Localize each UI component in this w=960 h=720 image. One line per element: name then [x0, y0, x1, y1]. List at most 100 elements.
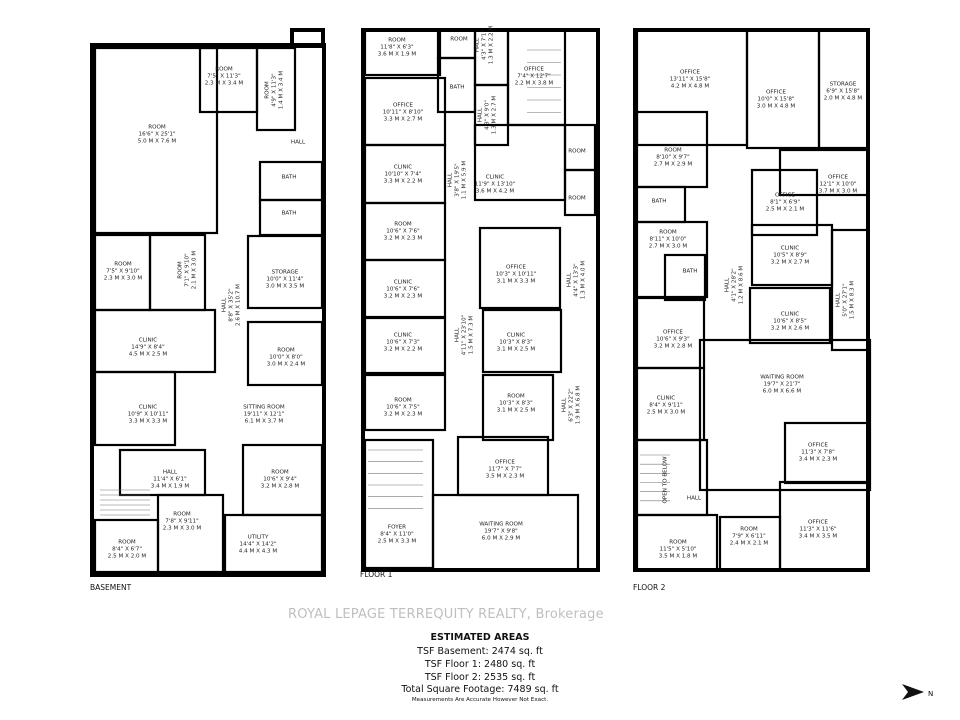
room-metric: 1.3 M X 2.7 M	[491, 95, 498, 135]
room-name: ROOM	[148, 124, 166, 131]
room-imperial: 7'8" X 9'11"	[165, 518, 199, 525]
room-metric: 3.2 M X 2.3 M	[383, 235, 423, 242]
room-name: ROOM	[568, 195, 586, 202]
room-metric: 3.1 M X 3.3 M	[496, 278, 536, 285]
room-imperial: 10'6" X 7'6"	[386, 228, 420, 235]
room-name: ROOM	[388, 37, 406, 44]
room-imperial: 7'9" X 6'11"	[732, 533, 766, 540]
room-imperial: 5'0" X 27'1"	[842, 283, 849, 317]
room-imperial: 8'1" X 6'9"	[770, 199, 800, 206]
interior-wall	[258, 198, 324, 237]
room-name: ROOM	[277, 347, 295, 354]
north-arrow-shape	[902, 684, 924, 700]
room-name: HALL	[566, 272, 573, 288]
room-name: HALL	[162, 469, 178, 476]
interior-wall	[363, 373, 447, 432]
room-metric: 3.2 M X 2.8 M	[653, 343, 693, 350]
room-metric: 2.2 M X 3.8 M	[514, 80, 554, 87]
room-name: ROOM	[215, 66, 233, 73]
room-name: HALL	[724, 277, 731, 293]
room-imperial: 4'3" X 9'0"	[484, 100, 491, 130]
interior-wall	[663, 253, 707, 302]
room-name: CLINIC	[506, 332, 526, 339]
brokerage-watermark: ROYAL LEPAGE TERREQUITY REALTY, Brokerag…	[288, 607, 604, 622]
room-metric: 3.0 M X 4.8 M	[756, 103, 796, 110]
room-name: HALL	[477, 107, 484, 123]
room-metric: 1.1 M X 5.9 M	[461, 160, 468, 200]
room-metric: 2.5 M X 3.3 M	[377, 538, 417, 545]
room-imperial: 3'8" X 19'5"	[454, 163, 461, 197]
room-metric: 3.2 M X 2.3 M	[383, 293, 423, 300]
estimate-total: Total Square Footage: 7489 sq. ft	[401, 684, 559, 695]
exterior-wall	[90, 43, 326, 577]
room-imperial: 10'3" X 10'11"	[495, 271, 537, 278]
room-metric: 2.3 M X 3.0 M	[162, 525, 202, 532]
room-metric: 1.5 M X 8.3 M	[849, 280, 856, 320]
room-label: BATH	[652, 199, 667, 206]
room-metric: 2.7 M X 3.0 M	[648, 243, 688, 250]
interior-wall	[93, 46, 219, 235]
room-imperial: 6'3" X 22'2"	[568, 388, 575, 422]
floor-name-floor-1: FLOOR 1	[360, 570, 393, 579]
room-imperial: 10'0" X 11'4"	[266, 276, 304, 283]
room-name: BATH	[651, 198, 667, 205]
room-name: HALL	[447, 172, 454, 188]
room-metric: 2.7 M X 2.9 M	[653, 161, 693, 168]
room-label: ROOM	[450, 37, 468, 44]
room-name: ROOM	[271, 469, 289, 476]
room-metric: 3.2 M X 2.2 M	[383, 346, 423, 353]
room-name: HALL	[474, 37, 481, 53]
room-metric: 3.4 M X 3.5 M	[798, 533, 838, 540]
room-imperial: 4'1" X 28'2"	[731, 268, 738, 302]
interior-wall	[635, 513, 719, 572]
room-imperial: 10'0" X 15'8"	[757, 96, 795, 103]
room-imperial: 7'5" X 11'3"	[207, 73, 241, 80]
room-imperial: 8'11" X 10'0"	[649, 236, 687, 243]
room-name: OFFICE	[775, 192, 795, 199]
interior-wall	[750, 168, 819, 237]
room-name: HALL	[454, 327, 461, 343]
room-name: ROOM	[507, 393, 525, 400]
room-name: ROOM	[450, 36, 468, 43]
room-metric: 3.3 M X 2.7 M	[383, 116, 423, 123]
interior-wall	[478, 226, 562, 310]
room-name: OFFICE	[808, 519, 828, 526]
room-imperial: 8'10" X 9'7"	[656, 154, 690, 161]
room-name: ROOM	[568, 148, 586, 155]
room-name: ROOM	[669, 539, 687, 546]
room-metric: 1.3 M X 4.0 M	[580, 260, 587, 300]
room-metric: 6.1 M X 3.7 M	[244, 418, 284, 425]
room-name: ROOM	[173, 511, 191, 518]
interior-wall	[156, 493, 225, 574]
room-name: FOYER	[387, 524, 407, 531]
room-metric: 1.5 M X 7.3 M	[468, 315, 475, 355]
room-name: CLINIC	[780, 311, 800, 318]
room-name: WAITING ROOM	[479, 521, 523, 528]
room-name: OFFICE	[393, 102, 413, 109]
estimate-floor-2: TSF Floor 2: 2535 sq. ft	[424, 672, 536, 683]
room-name: CLINIC	[393, 332, 413, 339]
room-imperial: 10'6" X 7'3"	[386, 339, 420, 346]
interior-wall	[363, 28, 442, 77]
room-metric: 2.4 M X 2.1 M	[729, 540, 769, 547]
interior-wall	[563, 123, 597, 172]
